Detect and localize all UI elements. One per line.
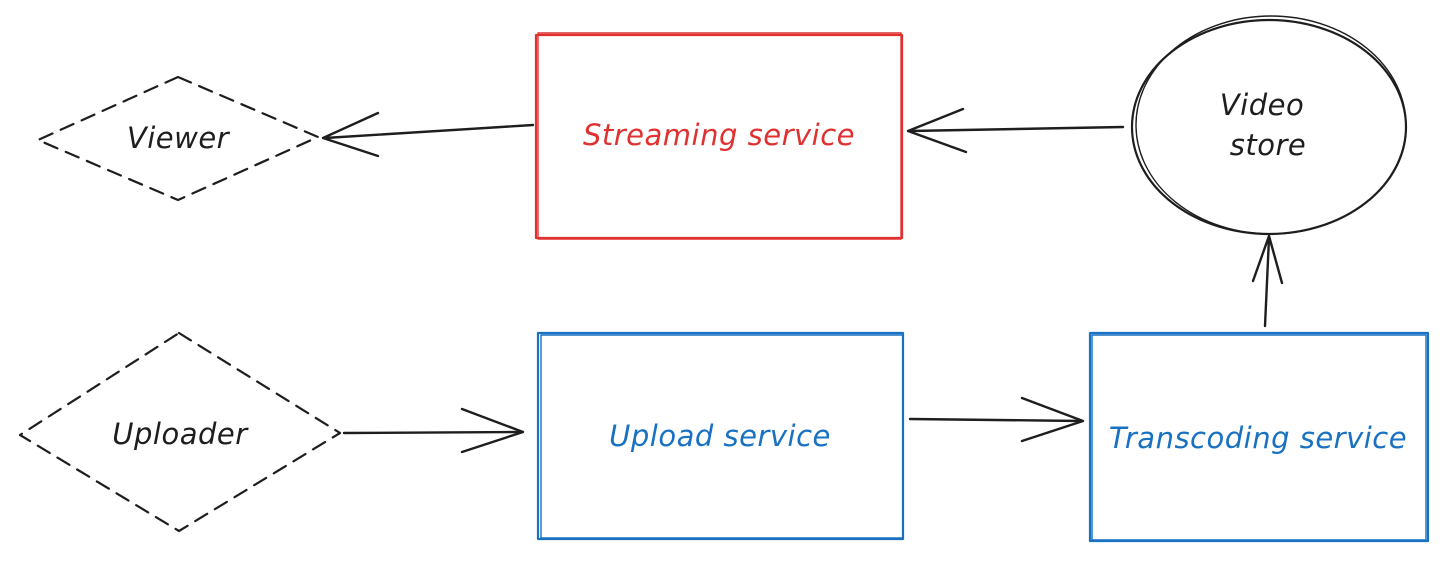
streaming-service-box-sketch	[537, 32, 902, 240]
arrowhead	[1020, 396, 1085, 443]
uploader-node[interactable]: Uploader	[18, 331, 342, 533]
uploader-label: Uploader	[112, 417, 249, 451]
arrowhead	[460, 407, 525, 454]
upload-service-node[interactable]: Upload service	[536, 331, 905, 541]
arrow-transcoding-to-video-store	[1251, 234, 1284, 328]
video-store-label-line1: Video	[1220, 88, 1304, 122]
arrow-line	[908, 125, 1125, 133]
arrow-line	[1263, 236, 1271, 328]
arrowhead	[321, 111, 380, 158]
video-store-ellipse-sketch	[1135, 15, 1407, 235]
arrow-video-store-to-streaming	[906, 107, 1125, 154]
streaming-service-node[interactable]: Streaming service	[534, 32, 904, 240]
upload-service-box-sketch	[540, 334, 904, 539]
arrow-streaming-to-viewer	[321, 111, 535, 158]
arrowhead	[1251, 234, 1284, 285]
viewer-diamond	[36, 75, 320, 202]
viewer-label: Viewer	[127, 121, 231, 155]
upload-service-label: Upload service	[609, 419, 831, 453]
arrowhead	[906, 107, 968, 154]
video-store-label-line2: store	[1230, 128, 1307, 162]
video-store-node[interactable]: Video store	[1130, 15, 1408, 236]
arrow-line	[323, 123, 535, 140]
transcoding-service-box-sketch	[1091, 334, 1427, 541]
streaming-service-label: Streaming service	[583, 118, 855, 152]
video-store-ellipse	[1130, 18, 1408, 236]
transcoding-service-box	[1088, 331, 1430, 543]
uploader-diamond	[18, 331, 342, 533]
streaming-service-box	[534, 33, 904, 240]
transcoding-service-node[interactable]: Transcoding service	[1088, 331, 1430, 543]
viewer-node[interactable]: Viewer	[36, 75, 320, 202]
arrow-upload-to-transcoding	[908, 396, 1085, 443]
arrow-line	[908, 417, 1084, 423]
transcoding-service-label: Transcoding service	[1109, 421, 1407, 455]
arrow-uploader-to-upload-service	[342, 407, 525, 454]
arrow-line	[342, 430, 524, 435]
